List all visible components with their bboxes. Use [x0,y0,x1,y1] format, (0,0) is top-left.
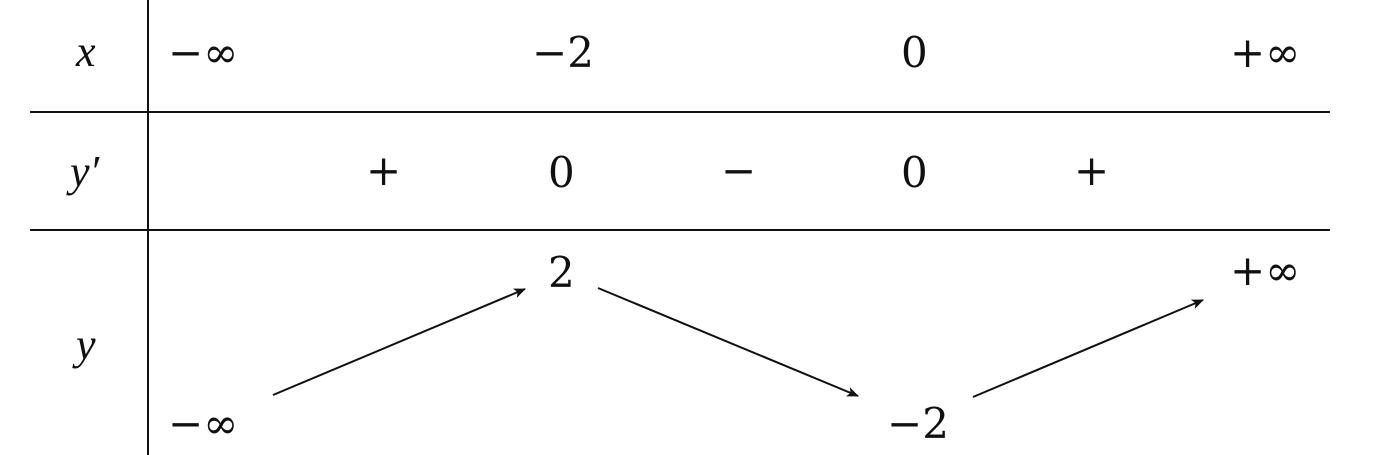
yprime-zero-at-neg-two: 0 [548,148,575,197]
y-header-label: y [76,320,96,369]
row-divider-2 [30,229,1330,231]
x-value-zero: 0 [901,28,928,77]
y-end-pos-infinity: +∞ [1230,246,1301,295]
x-value-neg-two: −2 [532,28,594,77]
x-value-pos-infinity: +∞ [1230,28,1301,77]
arrow-increasing-left [272,288,526,396]
arrow-decreasing [597,287,859,397]
row-divider-1 [30,111,1330,113]
x-value-neg-infinity: −∞ [168,28,239,77]
yprime-sign-minus: − [721,146,757,195]
yprime-zero-at-zero: 0 [901,148,928,197]
yprime-sign-plus-left: + [366,146,402,195]
y-start-neg-infinity: −∞ [168,399,239,448]
yprime-header-label: y′ [70,147,100,196]
vertical-divider [147,0,149,455]
yprime-sign-plus-right: + [1074,146,1110,195]
arrow-increasing-right [972,299,1204,398]
x-header-label: x [76,27,96,76]
y-local-min: −2 [887,399,949,448]
y-local-max: 2 [548,248,575,297]
